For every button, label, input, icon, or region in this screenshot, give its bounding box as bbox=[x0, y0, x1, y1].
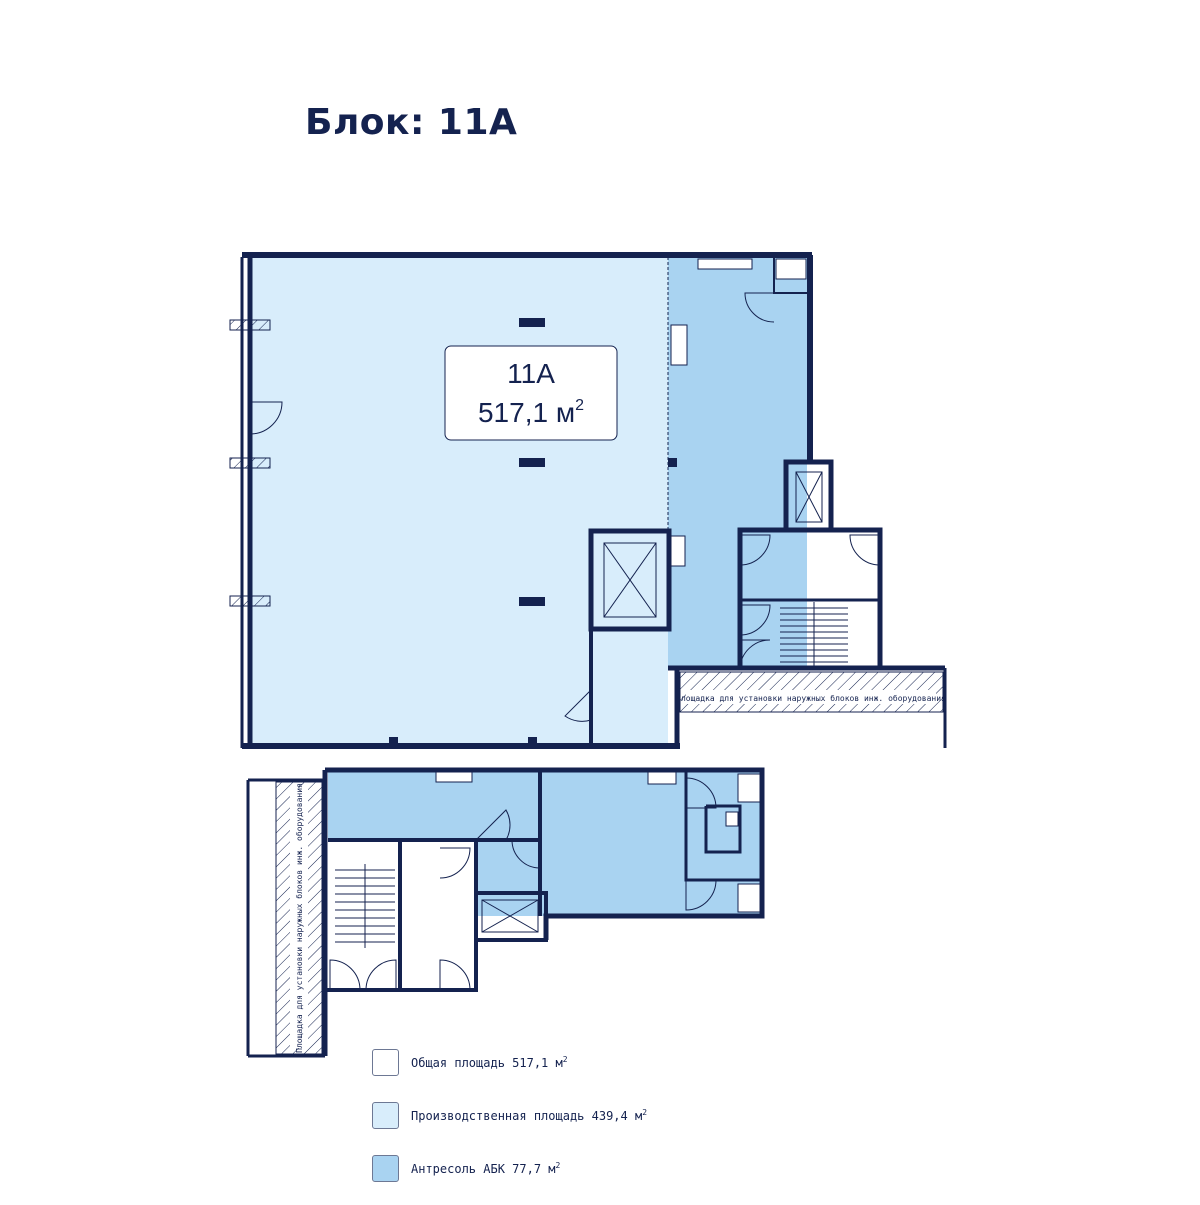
production-area bbox=[250, 257, 668, 745]
lift-cross-lower bbox=[481, 899, 539, 933]
legend-label-production: Производственная площадь 439,4 м2 bbox=[411, 1107, 648, 1123]
columns bbox=[389, 318, 677, 746]
legend-item-total: Общая площадь 517,1 м2 bbox=[372, 1046, 647, 1078]
stairs-upper bbox=[780, 602, 848, 668]
legend: Общая площадь 517,1 м2 Производственная … bbox=[372, 1046, 647, 1205]
platform-label-lower: Площадка для установки наружных блоков и… bbox=[294, 783, 304, 1053]
legend-swatch-total bbox=[372, 1048, 399, 1076]
legend-swatch-production bbox=[372, 1101, 399, 1129]
fixtures-lower bbox=[435, 771, 761, 913]
unit-label-box bbox=[444, 345, 618, 441]
legend-label-total: Общая площадь 517,1 м2 bbox=[411, 1054, 568, 1070]
outer-walls-upper bbox=[240, 252, 947, 749]
unit-area: 517,1 м2 bbox=[478, 397, 584, 428]
platform-label-upper: Площадка для установки наружных блоков и… bbox=[676, 693, 946, 703]
legend-item-mezzanine: Антресоль АБК 77,7 м2 bbox=[372, 1152, 647, 1184]
page-title: Блок: 11А bbox=[305, 102, 518, 143]
lift-cross-upper bbox=[603, 471, 823, 618]
legend-swatch-mezzanine bbox=[372, 1154, 399, 1182]
stairs-lower bbox=[335, 864, 395, 948]
doors-upper bbox=[249, 292, 881, 722]
legend-item-production: Производственная площадь 439,4 м2 bbox=[372, 1099, 647, 1131]
west-windows bbox=[229, 319, 271, 607]
mezzanine-area-lower-3 bbox=[540, 770, 762, 916]
unit-name: 11А bbox=[507, 358, 555, 389]
outer-walls-lower bbox=[246, 767, 765, 1058]
legend-label-mezzanine: Антресоль АБК 77,7 м2 bbox=[411, 1160, 561, 1176]
equipment-upper bbox=[670, 258, 807, 567]
doors-lower bbox=[329, 777, 717, 991]
